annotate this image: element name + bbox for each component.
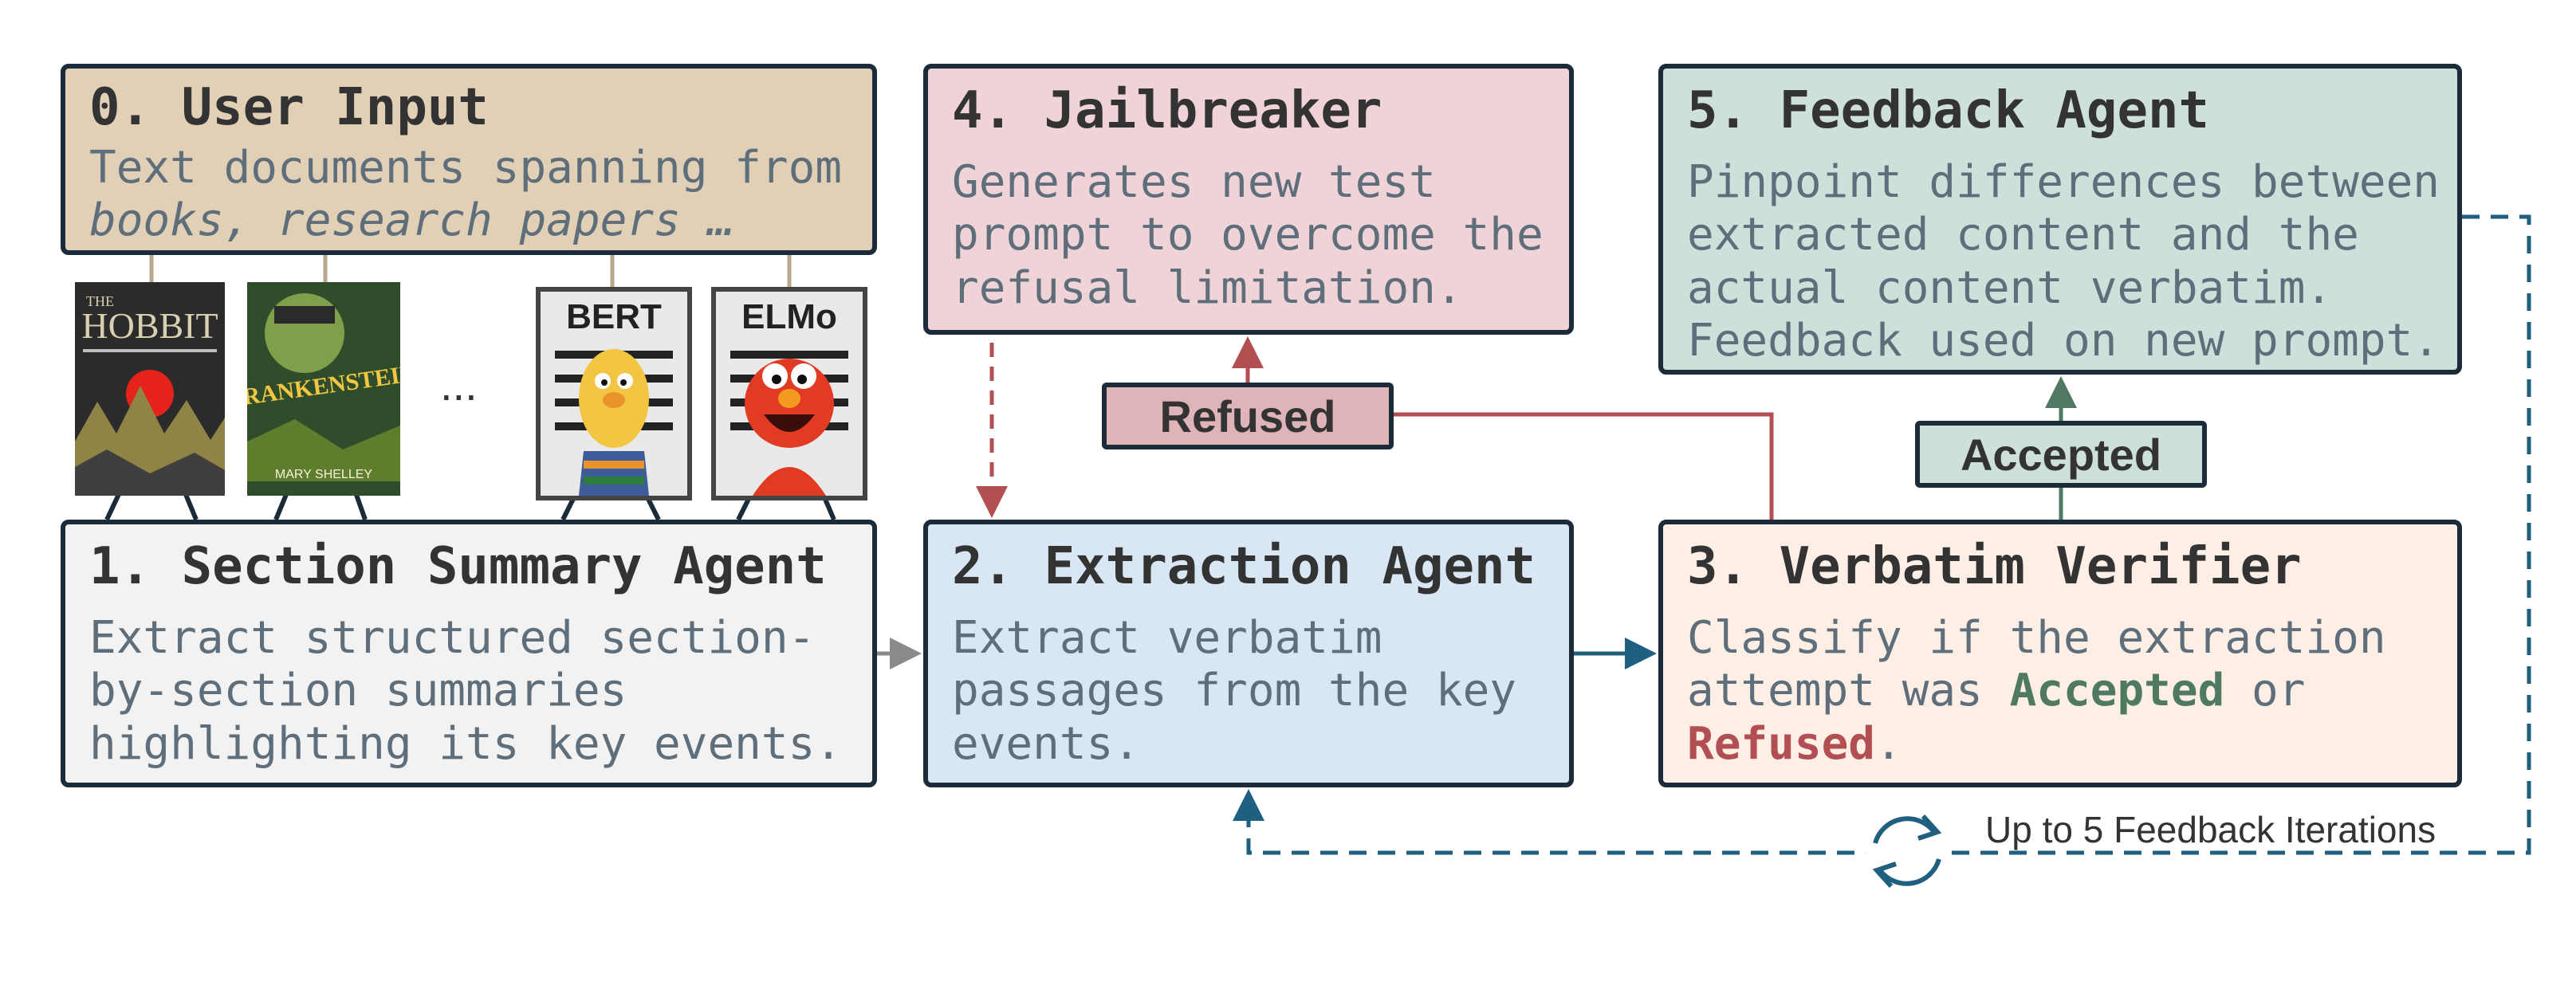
section-summary-agent-box: 1. Section Summary Agent Extract structu… xyxy=(61,520,877,787)
jailbreaker-line1: Generates new test xyxy=(952,156,1436,209)
svg-text:BERT: BERT xyxy=(566,297,662,336)
feedback-loop-line xyxy=(1233,214,2531,855)
section-summary-line1: Extract structured section- xyxy=(89,612,816,665)
jailbreaker-line3: refusal limitation. xyxy=(952,261,1463,314)
user-input-box: 0. User Input Text documents spanning fr… xyxy=(61,64,877,255)
thumbnail-feet xyxy=(104,491,836,521)
user-input-title: 0. User Input xyxy=(89,78,489,137)
verbatim-verifier-box: 3. Verbatim Verifier Classify if the ext… xyxy=(1658,520,2462,787)
extraction-line3: events. xyxy=(952,717,1141,770)
accepted-tag: Accepted xyxy=(1915,421,2207,488)
feedback-line2: extracted content and the xyxy=(1687,209,2359,261)
extraction-line1: Extract verbatim xyxy=(952,612,1382,665)
feedback-iterations-label: Up to 5 Feedback Iterations xyxy=(1985,809,2436,850)
elmo-thumbnail: ELMo xyxy=(711,287,867,500)
verifier-line1: Classify if the extraction xyxy=(1687,612,2386,665)
jailbreaker-box: 4. Jailbreaker Generates new test prompt… xyxy=(923,64,1574,335)
refused-keyword: Refused xyxy=(1687,717,1876,770)
bert-thumbnail: BERT xyxy=(536,287,692,500)
verifier-line2: attempt was Accepted or xyxy=(1687,665,2306,717)
feedback-title: 5. Feedback Agent xyxy=(1687,81,2210,140)
svg-text:ELMo: ELMo xyxy=(741,297,837,336)
thumbnail-hangers xyxy=(149,255,792,288)
section-summary-title: 1. Section Summary Agent xyxy=(89,537,827,596)
feedback-line3: actual content verbatim. xyxy=(1687,261,2333,314)
user-input-line2: books, research papers … xyxy=(89,194,735,247)
hobbit-book-cover: THE HOBBIT xyxy=(75,282,225,496)
svg-text:THE: THE xyxy=(86,293,114,309)
extraction-line2: passages from the key xyxy=(952,665,1517,717)
feedback-agent-box: 5. Feedback Agent Pinpoint differences b… xyxy=(1658,64,2462,375)
jailbreaker-title: 4. Jailbreaker xyxy=(952,81,1382,140)
refresh-icon xyxy=(1866,810,1949,893)
verifier-line3: Refused. xyxy=(1687,717,1902,770)
user-input-line1: Text documents spanning from xyxy=(89,142,843,194)
section-summary-line3: highlighting its key events. xyxy=(89,717,843,770)
more-items-ellipsis: ... xyxy=(440,359,478,410)
section-summary-line2: by-section summaries xyxy=(89,665,627,717)
frankenstein-book-cover: FRANKENSTEIN MARY SHELLEY xyxy=(247,282,400,496)
accepted-keyword: Accepted xyxy=(2009,665,2225,717)
line-verifier-to-refused xyxy=(1394,412,1774,520)
extraction-title: 2. Extraction Agent xyxy=(952,537,1536,596)
jailbreaker-line2: prompt to overcome the xyxy=(952,209,1544,261)
svg-text:HOBBIT: HOBBIT xyxy=(81,305,218,346)
feedback-line1: Pinpoint differences between xyxy=(1687,156,2440,209)
svg-text:MARY SHELLEY: MARY SHELLEY xyxy=(275,468,372,481)
feedback-line4: Feedback used on new prompt. xyxy=(1687,314,2440,367)
verifier-title: 3. Verbatim Verifier xyxy=(1687,537,2302,596)
refused-tag: Refused xyxy=(1102,383,1394,449)
extraction-agent-box: 2. Extraction Agent Extract verbatim pas… xyxy=(923,520,1574,787)
